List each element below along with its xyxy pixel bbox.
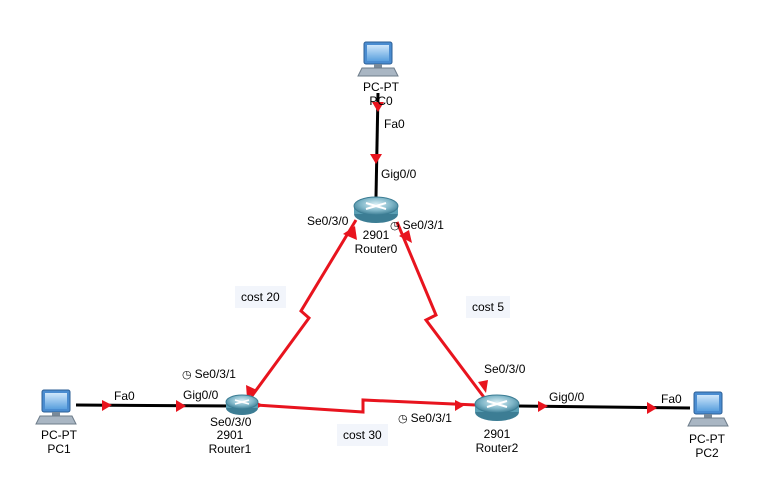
router2-se031-text: Se0/3/1: [410, 411, 452, 425]
router1-model: 2901: [216, 428, 244, 442]
router1-name: Router1: [208, 442, 252, 456]
pc2-name: PC2: [695, 446, 719, 460]
router0-icon[interactable]: [353, 196, 399, 223]
router1-se031-text: Se0/3/1: [194, 367, 236, 381]
marker-r2-se30: [478, 380, 488, 393]
router0-name: Router0: [354, 242, 398, 256]
marker-pc0-fa0: [372, 102, 384, 112]
clock-icon: ◷: [182, 369, 192, 381]
router2-se030-label: Se0/3/0: [484, 362, 526, 376]
pc1-type: PC-PT: [41, 428, 77, 442]
router0-label: 2901 Router0: [346, 228, 406, 256]
clock-icon: ◷: [390, 220, 400, 232]
router0-model: 2901: [362, 228, 390, 242]
pc0-name: PC0: [369, 94, 393, 108]
marker-r0-gig: [370, 154, 382, 164]
router2-model: 2901: [483, 427, 511, 441]
router2-gig00-label: Gig0/0: [549, 390, 585, 404]
pc1-icon[interactable]: [35, 389, 77, 425]
pc1-name: PC1: [47, 442, 71, 456]
router2-label: 2901 Router2: [467, 427, 527, 455]
marker-pc2-fa0: [647, 402, 657, 414]
router2-name: Router2: [475, 441, 519, 455]
pc2-icon[interactable]: [687, 391, 729, 427]
router1-se031-label: ◷Se0/3/1: [182, 367, 236, 382]
pc0-icon[interactable]: [357, 41, 399, 77]
marker-r1-se31: [246, 385, 257, 398]
pc1-label: PC-PT PC1: [36, 428, 82, 456]
router1-gig00-label: Gig0/0: [183, 388, 219, 402]
router2-icon[interactable]: [474, 394, 520, 421]
pc0-type: PC-PT: [363, 80, 399, 94]
pc0-label: PC-PT PC0: [358, 80, 404, 108]
router0-gig00-label: Gig0/0: [381, 167, 417, 181]
router1-se030-label: Se0/3/0: [210, 415, 252, 429]
router0-se031-label: ◷Se0/3/1: [390, 218, 444, 233]
link-router0-router2[interactable]: [395, 221, 491, 405]
router2-se031-label: ◷Se0/3/1: [398, 411, 452, 426]
marker-pc1-fa0: [102, 400, 112, 411]
marker-r0-se31: [399, 230, 412, 243]
pc1-fa0-label: Fa0: [114, 389, 135, 403]
pc2-fa0-label: Fa0: [661, 392, 682, 406]
cost-router0-router1[interactable]: cost 20: [235, 286, 286, 308]
pc2-label: PC-PT PC2: [684, 432, 730, 460]
clock-icon: ◷: [398, 413, 408, 425]
marker-r2-se31: [455, 400, 465, 411]
link-router0-router1[interactable]: [244, 219, 358, 405]
pc0-fa0-label: Fa0: [384, 117, 405, 131]
router0-se031-text: Se0/3/1: [402, 218, 444, 232]
serial-links: [244, 219, 491, 414]
pc2-type: PC-PT: [689, 432, 725, 446]
marker-r2-gig: [538, 401, 548, 412]
cost-router0-router2[interactable]: cost 5: [466, 296, 511, 318]
marker-r0-se30: [343, 226, 357, 240]
marker-r1-gig: [176, 400, 186, 412]
router0-se030-label: Se0/3/0: [307, 214, 349, 228]
router1-label: 2901 Router1: [200, 428, 260, 456]
link-router1-router2[interactable]: [255, 398, 477, 414]
link-pc1-router1[interactable]: [75, 403, 237, 408]
router1-icon[interactable]: [225, 394, 259, 415]
cost-router1-router2[interactable]: cost 30: [337, 424, 388, 446]
